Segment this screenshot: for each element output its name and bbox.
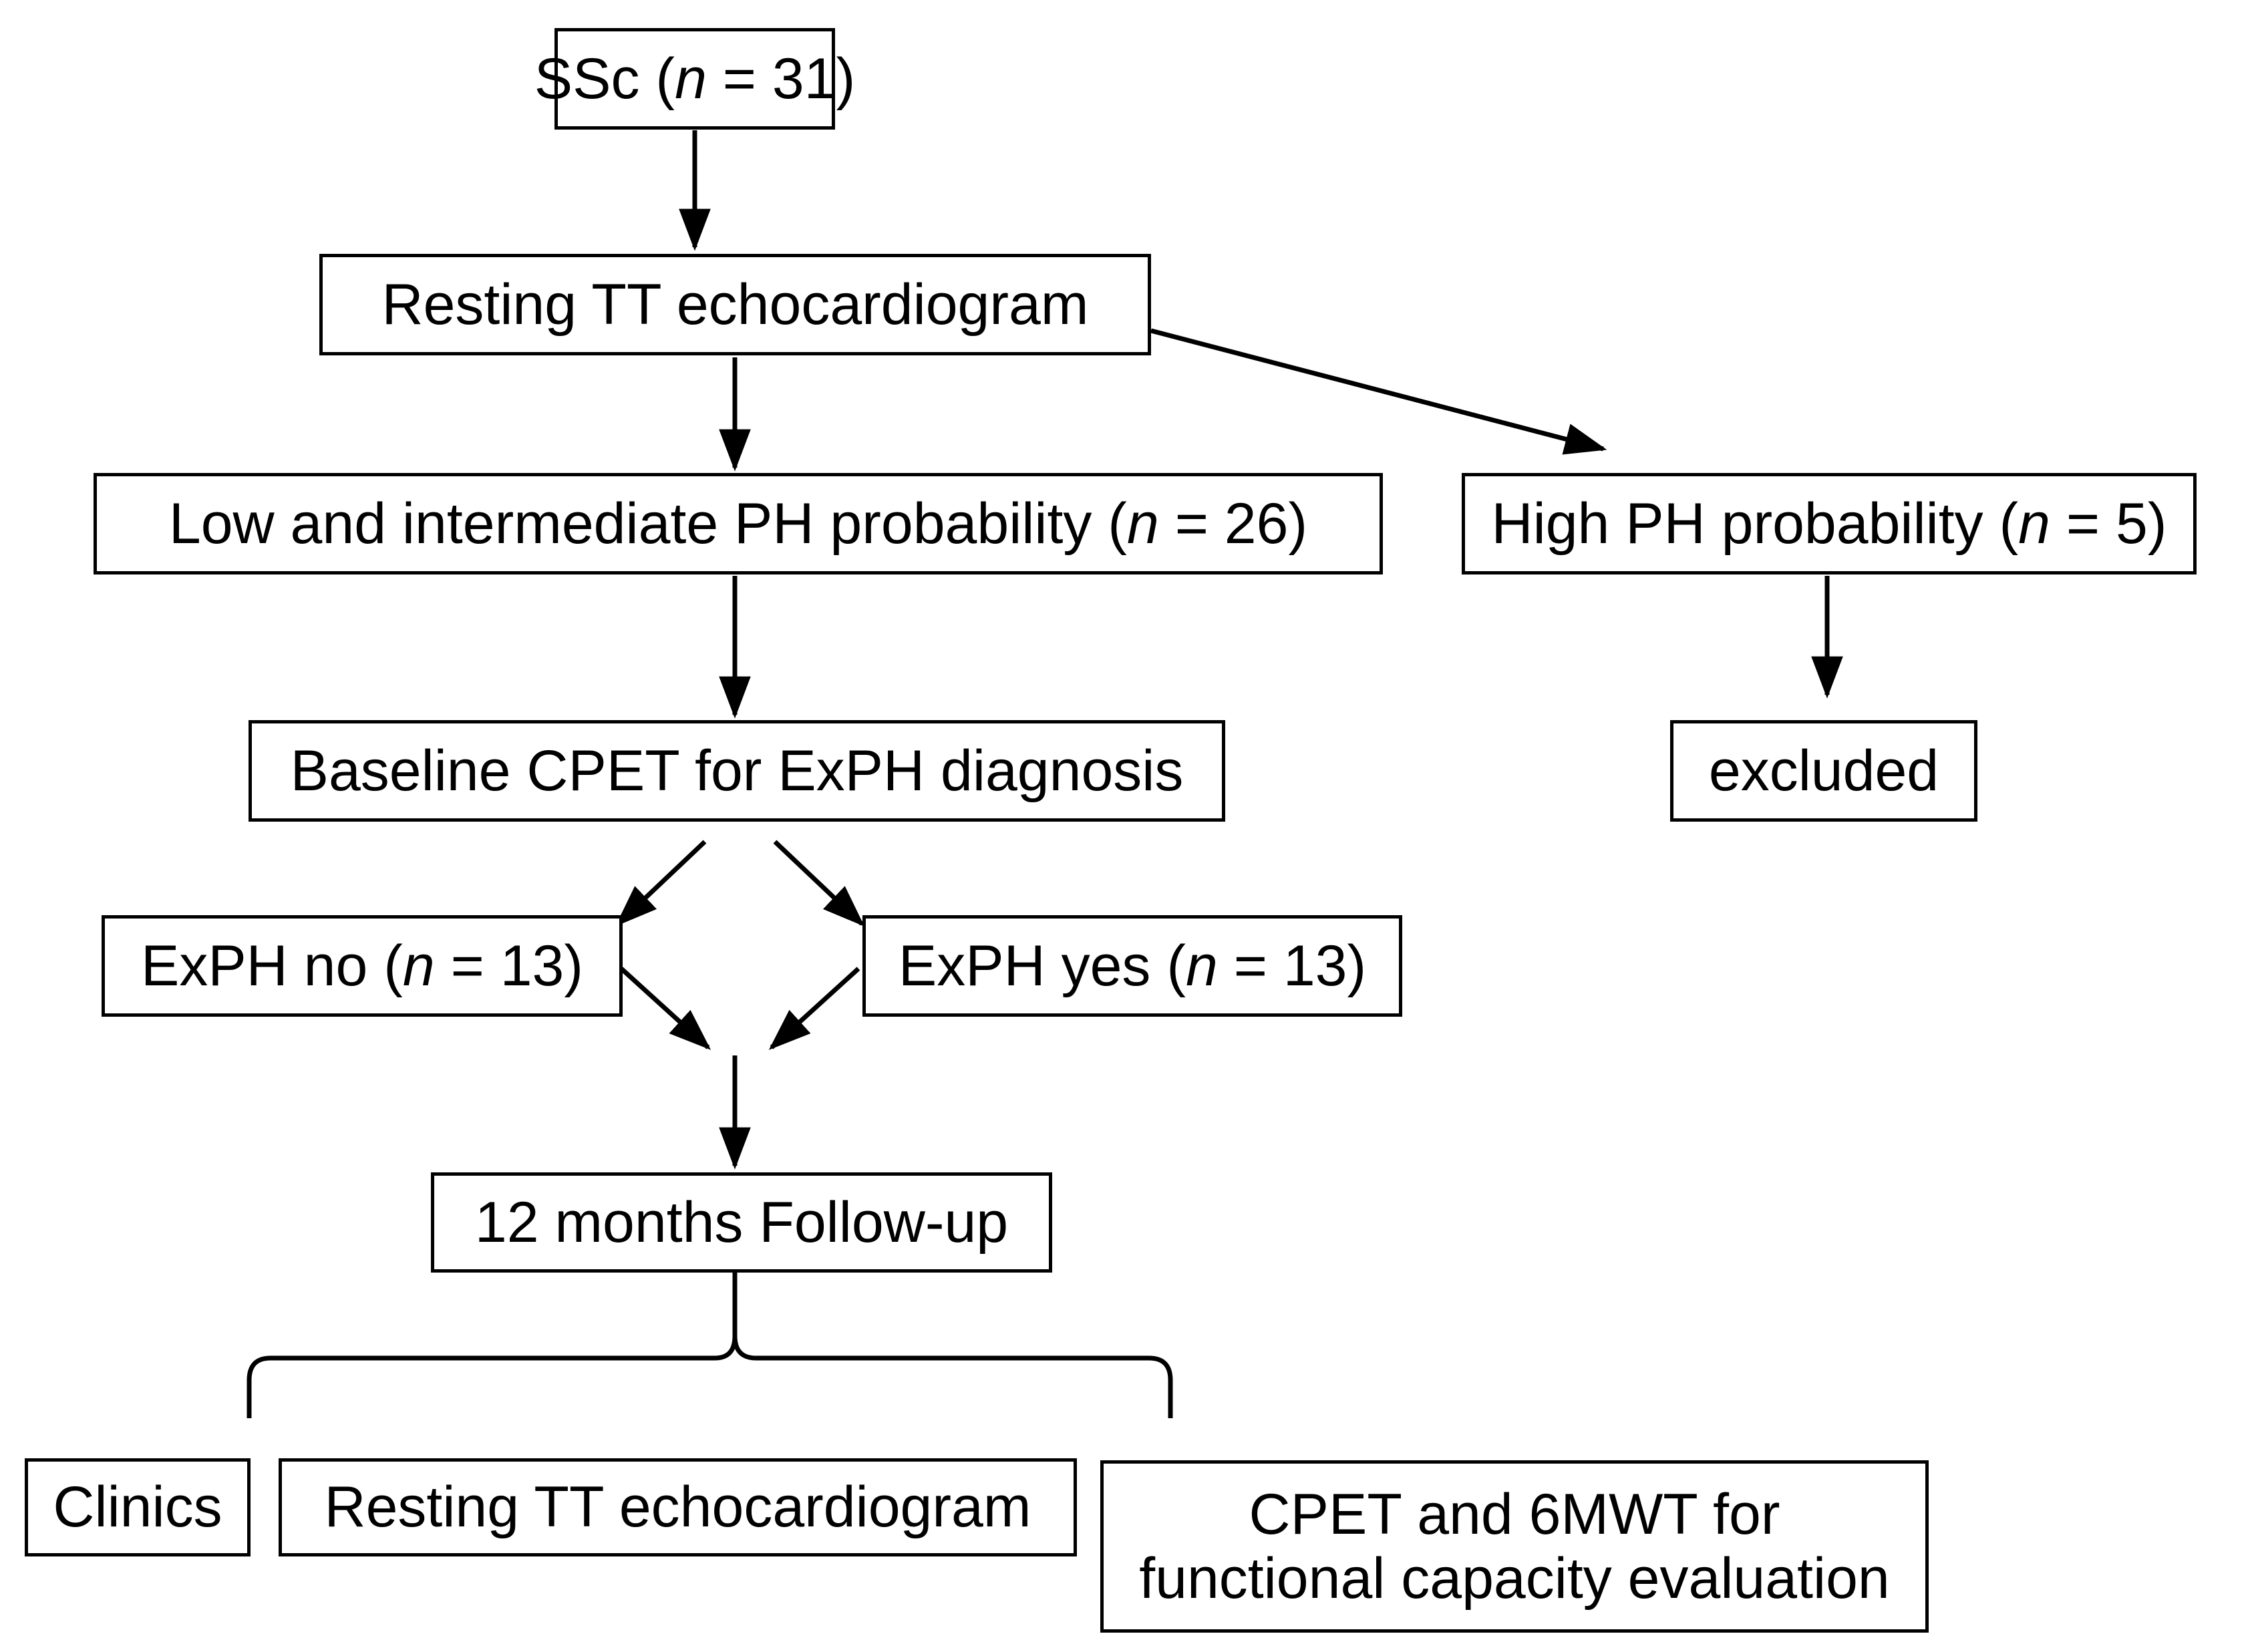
node-baseline-cpet[interactable]: Baseline CPET for ExPH diagnosis (249, 720, 1225, 822)
edge-resting-echo-to-high-ph (1150, 328, 1607, 455)
node-high-ph[interactable]: High PH probability (n = 5) (1462, 473, 2197, 574)
node-excluded[interactable]: excluded (1670, 720, 1977, 822)
node-exph-yes-label: ExPH yes (n = 13) (898, 933, 1367, 998)
node-resting-echo-top-label: Resting TT echocardiogram (381, 272, 1089, 337)
node-followup[interactable]: 12 months Follow-up (431, 1172, 1052, 1273)
node-low-intermediate-ph[interactable]: Low and intermediate PH probability (n =… (94, 473, 1383, 574)
node-cpet-6mwt[interactable]: CPET and 6MWT for functional capacity ev… (1100, 1460, 1929, 1633)
node-cpet-6mwt-line2: functional capacity evaluation (1139, 1546, 1890, 1611)
node-ssc-label: SSc (n = 31) (534, 46, 856, 111)
node-exph-yes[interactable]: ExPH yes (n = 13) (862, 915, 1402, 1017)
edge-baseline-cpet-to-exph-yes (773, 840, 865, 927)
node-resting-echo-bottom[interactable]: Resting TT echocardiogram (279, 1458, 1077, 1556)
node-resting-echo-bottom-label: Resting TT echocardiogram (324, 1475, 1031, 1540)
node-excluded-label: excluded (1708, 738, 1939, 803)
node-followup-label: 12 months Follow-up (474, 1190, 1009, 1255)
edge-baseline-cpet-to-exph-no (615, 840, 707, 927)
node-cpet-6mwt-line1: CPET and 6MWT for (1249, 1482, 1780, 1546)
node-high-ph-label: High PH probability (n = 5) (1491, 491, 2167, 556)
edge-followup-to-bottom-brace (247, 1273, 1173, 1418)
node-baseline-cpet-label: Baseline CPET for ExPH diagnosis (290, 738, 1184, 803)
node-clinics[interactable]: Clinics (25, 1458, 251, 1556)
node-exph-no-label: ExPH no (n = 13) (140, 933, 584, 998)
node-exph-no[interactable]: ExPH no (n = 13) (102, 915, 623, 1017)
node-resting-echo-top[interactable]: Resting TT echocardiogram (319, 254, 1151, 355)
node-ssc[interactable]: SSc (n = 31) (534, 28, 855, 130)
node-clinics-label: Clinics (53, 1475, 222, 1540)
node-low-intermediate-ph-label: Low and intermediate PH probability (n =… (168, 491, 1308, 556)
edge-exph-no-to-followup (619, 967, 711, 1050)
edge-exph-yes-to-followup (768, 967, 860, 1050)
